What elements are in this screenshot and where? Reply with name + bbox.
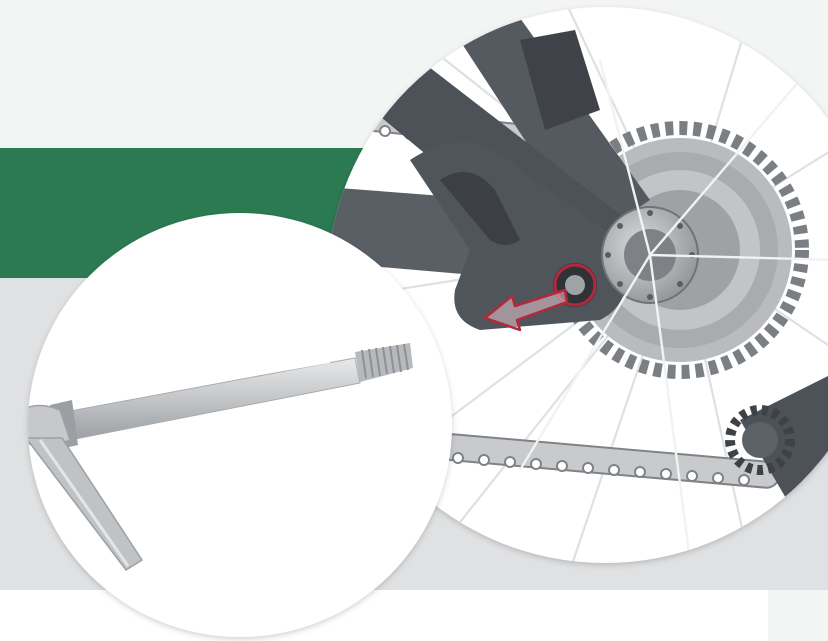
thru-axle-illustration	[28, 213, 452, 637]
pull-out-arrow-icon	[483, 288, 569, 332]
corner-box	[768, 590, 828, 641]
rear-derailleur	[725, 375, 828, 505]
bike-rear-dropout-illustration	[327, 7, 828, 563]
